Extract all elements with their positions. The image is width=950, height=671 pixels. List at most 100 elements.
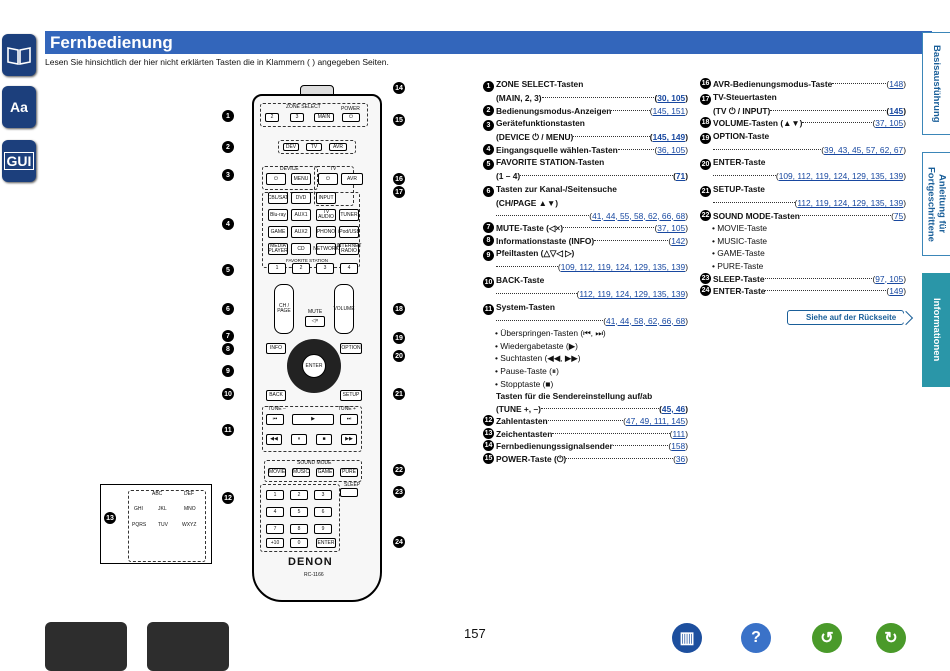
src-ipod[interactable]: iPod/USB — [338, 226, 360, 238]
src-cd[interactable]: CD — [291, 243, 311, 255]
stop-button[interactable]: ■ — [316, 434, 332, 445]
skip-back-button[interactable]: ⏮ — [266, 414, 284, 425]
brand-logo: DENON — [288, 556, 333, 568]
src-tvaudio[interactable]: TV AUDIO — [316, 209, 336, 221]
digit-1[interactable]: 1 — [266, 490, 284, 500]
src-aux2[interactable]: AUX2 — [291, 226, 311, 238]
menu-button[interactable]: MENU — [291, 173, 311, 185]
tab-informationen[interactable]: Informationen — [922, 273, 950, 387]
mode-tv: TV — [306, 143, 322, 151]
tab-fortgeschrittene[interactable]: Anleitung für Fortgeschrittene — [922, 152, 950, 256]
sm-music[interactable]: MUSIC — [292, 468, 310, 477]
tv-label: TV — [330, 166, 337, 172]
callout-5: 5 — [222, 264, 234, 276]
callout-23: 23 — [393, 486, 405, 498]
help-icon[interactable]: ? — [741, 623, 771, 653]
forward-nav-icon[interactable]: ↻ — [876, 623, 906, 653]
pause-button[interactable]: ⏸ — [291, 434, 307, 445]
avr-button[interactable]: AVR — [341, 173, 363, 185]
src-mediaplayer[interactable]: MEDIA PLAYER — [268, 243, 288, 255]
src-phono[interactable]: PHONO — [316, 226, 336, 238]
ffwd-button[interactable]: ▶▶ — [341, 434, 357, 445]
power-button[interactable]: ⏻ — [342, 113, 360, 122]
sm-game[interactable]: GAME — [316, 468, 334, 477]
setup-button[interactable]: SETUP — [340, 390, 362, 401]
digit-2[interactable]: 2 — [290, 490, 308, 500]
digit-7[interactable]: 7 — [266, 524, 284, 534]
gui-label: GUI — [3, 152, 35, 170]
zone-3-button[interactable]: 3 — [290, 113, 304, 122]
letters-mno: MNO — [184, 506, 196, 512]
sm-movie[interactable]: MOVIE — [268, 468, 286, 477]
src-internet-radio[interactable]: INTERNET RADIO — [336, 243, 362, 255]
src-tuner[interactable]: TUNER — [339, 209, 359, 221]
fav-2[interactable]: 2 — [292, 263, 310, 274]
volume-rocker[interactable]: VOLUME — [333, 284, 355, 334]
device-thumbnail-dvd[interactable] — [147, 622, 229, 671]
digit-9[interactable]: 9 — [314, 524, 332, 534]
digit-8[interactable]: 8 — [290, 524, 308, 534]
digit-6[interactable]: 6 — [314, 507, 332, 517]
zone-main-button[interactable]: MAIN — [314, 113, 334, 122]
play-button[interactable]: ▶ — [292, 414, 334, 425]
letters-def: DEF — [184, 491, 194, 497]
mute-button[interactable]: ◁× — [305, 316, 325, 327]
back-nav-icon[interactable]: ↺ — [812, 623, 842, 653]
digit-3[interactable]: 3 — [314, 490, 332, 500]
callout-17: 17 — [393, 186, 405, 198]
letters-abc: ABC — [152, 491, 163, 497]
tv-input-button[interactable]: INPUT — [316, 192, 336, 204]
digit-4[interactable]: 4 — [266, 507, 284, 517]
option-button[interactable]: OPTION — [340, 343, 362, 354]
tv-power-button[interactable]: ⏻ — [318, 173, 338, 185]
see-back-button[interactable]: Siehe auf der Rückseite — [787, 310, 904, 325]
letters-wxyz: WXYZ — [182, 522, 197, 528]
page-number: 157 — [464, 626, 486, 641]
skip-fwd-button[interactable]: ⏭ — [340, 414, 358, 425]
device-power-button[interactable]: ⏻ — [266, 173, 286, 185]
src-dvd[interactable]: DVD — [291, 192, 311, 204]
font-icon[interactable]: Aa — [2, 86, 36, 128]
src-aux1[interactable]: AUX1 — [291, 209, 311, 221]
tab-basisausfuehrung[interactable]: Basisausführung — [922, 32, 950, 135]
callout-15: 15 — [393, 114, 405, 126]
sm-pure[interactable]: PURE — [340, 468, 358, 477]
enter2-button[interactable]: ENTER — [316, 538, 336, 548]
src-game[interactable]: GAME — [268, 226, 288, 238]
ch-page-rocker[interactable]: CH / PAGE — [274, 284, 294, 334]
back-button[interactable]: BACK — [266, 390, 286, 401]
digit-5[interactable]: 5 — [290, 507, 308, 517]
digit-0[interactable]: 0 — [290, 538, 308, 548]
fav-4[interactable]: 4 — [340, 263, 358, 274]
enter-button[interactable]: ENTER — [302, 354, 326, 378]
power-label: POWER — [341, 106, 360, 112]
plus10-button[interactable]: +10 — [266, 538, 284, 548]
device-thumbnail-front[interactable] — [45, 622, 127, 671]
src-bluray[interactable]: Blu-ray — [268, 209, 288, 221]
zone-select-label: ZONE SELECT — [286, 104, 321, 110]
book-nav-icon[interactable]: ▥ — [672, 623, 702, 653]
src-network[interactable]: NETWORK — [313, 243, 339, 255]
callout-18: 18 — [393, 303, 405, 315]
gui-icon[interactable]: GUI — [2, 140, 36, 182]
fav-3[interactable]: 3 — [316, 263, 334, 274]
letters-tuv: TUV — [158, 522, 168, 528]
rewind-button[interactable]: ◀◀ — [266, 434, 282, 445]
zone-2-button[interactable]: 2 — [265, 113, 279, 122]
fav-1[interactable]: 1 — [268, 263, 286, 274]
sleep-button[interactable] — [340, 488, 358, 497]
src-cbl[interactable]: CBL/SAT — [268, 192, 288, 204]
book-icon[interactable] — [2, 34, 36, 76]
info-button[interactable]: INFO — [266, 343, 286, 354]
callout-2: 2 — [222, 141, 234, 153]
